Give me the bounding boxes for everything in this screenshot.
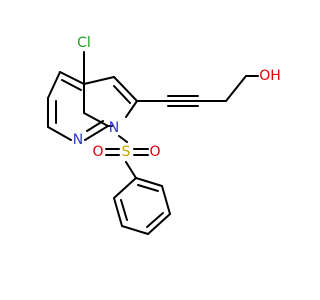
bond-n1-s xyxy=(118,135,128,143)
phenyl-bond-5-double xyxy=(120,199,128,221)
phenyl-bond-6 xyxy=(113,177,137,199)
bond-n7-c6 xyxy=(47,126,72,141)
phenyl-bond-4 xyxy=(121,225,149,235)
bond-c3-c2 xyxy=(113,76,138,102)
bond-c7a-n7-double xyxy=(86,120,104,132)
phenyl-bond-5 xyxy=(113,197,123,227)
sulfonyl-oxygen-left-label: O xyxy=(92,144,103,160)
phenyl-bond-3-double xyxy=(146,212,164,228)
sulfur-label: S xyxy=(122,144,131,160)
bond-c4-c5-double xyxy=(61,79,82,91)
bond-ch2-ch2 xyxy=(225,75,247,102)
bond-c3-c2-double xyxy=(113,85,131,104)
pyrrole-nitrogen-label: N xyxy=(109,120,119,136)
bond-c5-c4-top xyxy=(47,71,61,99)
bond-c2-n1 xyxy=(125,100,138,118)
bond-c7a-n7 xyxy=(84,125,109,141)
chlorine-label: Cl xyxy=(77,35,91,51)
molecule-canvas: Cl N N S O O OH xyxy=(47,35,281,235)
bond-c3a-c7a xyxy=(83,112,109,127)
phenyl-bond-3 xyxy=(147,213,171,235)
structure-drawing: Cl N N S O O OH xyxy=(47,35,281,235)
bond-s-phenyl xyxy=(125,161,137,179)
phenyl-bond-1-double xyxy=(137,184,159,192)
bond-c4-c5 xyxy=(59,71,85,85)
phenyl-bond-2 xyxy=(161,185,171,215)
pyridine-nitrogen-label: N xyxy=(73,132,83,148)
bond-c3a-c3 xyxy=(83,76,115,85)
phenyl-bond-1 xyxy=(135,177,163,187)
hydroxyl-label: OH xyxy=(259,68,281,84)
sulfonyl-oxygen-right-label: O xyxy=(149,144,160,160)
